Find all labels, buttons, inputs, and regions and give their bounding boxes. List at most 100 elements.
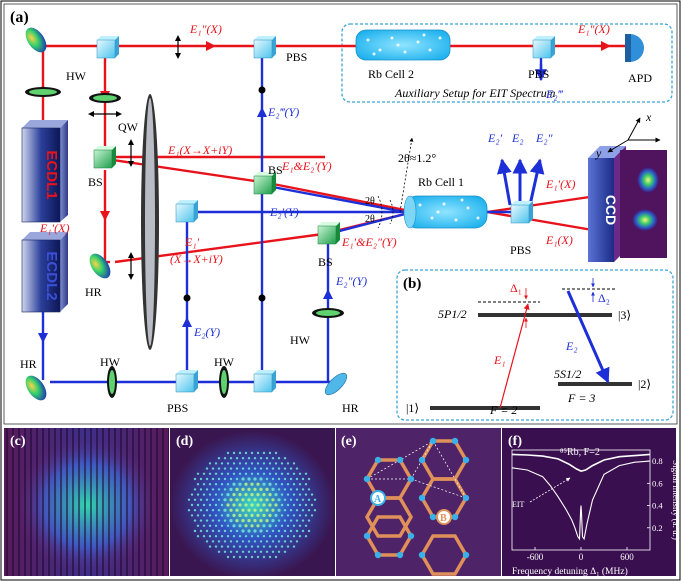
hw-label-1: HW <box>66 69 87 83</box>
lattice-dot <box>298 483 302 486</box>
lattice-dot <box>244 451 248 455</box>
lattice-dot <box>244 503 248 507</box>
lattice-dot <box>271 550 275 553</box>
ccd-camera <box>588 146 667 262</box>
lattice-dot <box>274 513 278 518</box>
lattice-dot <box>277 550 281 553</box>
lattice-dot <box>313 509 317 512</box>
lattice-dot <box>286 514 290 517</box>
lattice-dot <box>256 462 260 465</box>
lattice-dot <box>187 498 191 501</box>
lattice-dot <box>193 509 197 512</box>
pbs-label-2: PBS <box>528 67 549 81</box>
site-b-label: B <box>440 513 447 524</box>
lattice-dot <box>241 550 245 553</box>
lattice-dot <box>262 535 266 538</box>
bs-cubes <box>93 146 340 245</box>
lattice-dot <box>292 483 296 486</box>
lattice-dot <box>250 503 254 507</box>
lattice-dot <box>235 529 239 533</box>
beam-label-out-e1-x: E₁(X) <box>545 233 573 247</box>
lattice-dot <box>295 477 299 481</box>
lattice-dot <box>214 472 218 475</box>
lattice-dot <box>223 477 227 481</box>
lattice-dot <box>247 467 251 470</box>
theta-label-1: 2θ <box>365 196 375 207</box>
lattice-dot <box>250 545 254 548</box>
lattice-dot <box>250 524 254 528</box>
lattice-dot <box>241 529 245 533</box>
lattice-dot <box>199 529 203 533</box>
lattice-dot <box>268 555 272 559</box>
lattice-dot <box>235 508 239 512</box>
lattice-dot <box>280 535 284 538</box>
lattice-dot <box>280 514 284 517</box>
lattice-dot <box>241 477 245 481</box>
lattice-dot <box>307 488 311 491</box>
lattice-dot <box>268 545 272 548</box>
lattice-dot <box>289 509 293 512</box>
lattice-dot <box>277 457 281 460</box>
lattice-dot <box>259 508 263 512</box>
lattice-dot <box>238 462 242 465</box>
lattice-dot <box>226 555 230 559</box>
lattice-dot <box>259 487 263 491</box>
lattice-dot <box>235 467 239 470</box>
lattice-dot <box>220 524 224 527</box>
angle-arcs <box>377 137 414 229</box>
lattice-dot <box>277 467 281 470</box>
lattice-dot <box>292 493 296 496</box>
lattice-dot <box>286 524 290 527</box>
lattice-dot <box>286 472 290 475</box>
lattice-dot <box>193 519 197 522</box>
lattice-dot <box>250 555 254 559</box>
lattice-dot <box>259 477 263 481</box>
lattice-dot <box>271 529 275 533</box>
lattice-dot <box>223 540 227 543</box>
lattice-dot <box>274 472 278 475</box>
lattice-dot <box>238 482 242 486</box>
beam-label-out-e2: E₂ <box>511 131 524 145</box>
lattice-dot <box>238 513 242 518</box>
lattice-dot <box>262 462 266 465</box>
lattice-dot <box>220 535 224 538</box>
lattice-dot <box>190 503 194 507</box>
lattice-dot <box>241 508 245 512</box>
lattice-dot <box>202 503 206 507</box>
lattice-dot <box>262 524 266 528</box>
x-tick-label: 600 <box>620 552 634 562</box>
lattice-dot <box>220 545 224 548</box>
lattice-dot <box>304 472 308 475</box>
lattice-dot <box>208 514 212 517</box>
lattice-dot <box>283 519 287 522</box>
lattice-dot <box>268 524 272 528</box>
lattice-dot <box>289 467 293 470</box>
lattice-dot <box>298 503 302 507</box>
rb-cell-1-label: Rb Cell 1 <box>418 175 464 189</box>
lattice-dot <box>244 555 248 559</box>
lattice-dot <box>232 451 236 455</box>
axes-icon <box>607 117 661 153</box>
panel-b-label: (b) <box>403 276 421 292</box>
lattice-dot <box>289 498 293 501</box>
lattice-dot <box>223 519 227 522</box>
lattice-dot <box>256 451 260 455</box>
lattice-dot <box>238 451 242 455</box>
e1-label: E₁ <box>493 353 506 367</box>
lattice-dot <box>265 529 269 533</box>
lattice-dot <box>229 519 233 523</box>
lattice-dot <box>262 472 266 475</box>
y-tick-label: 0.8 <box>652 456 663 466</box>
lattice-dot <box>301 509 305 512</box>
lattice-dot <box>265 508 269 512</box>
beam-label-e1-x-to-x-iy: E₁(X→X+iY) <box>167 143 232 157</box>
lattice-dot <box>253 477 257 481</box>
lattice-dot <box>226 451 230 455</box>
lattice-dot <box>229 529 233 533</box>
lattice-dot <box>232 535 236 538</box>
lattice-dot <box>193 498 197 501</box>
lattice-dot <box>232 524 236 528</box>
lattice-dot <box>283 467 287 470</box>
lattice-dot <box>232 555 236 559</box>
